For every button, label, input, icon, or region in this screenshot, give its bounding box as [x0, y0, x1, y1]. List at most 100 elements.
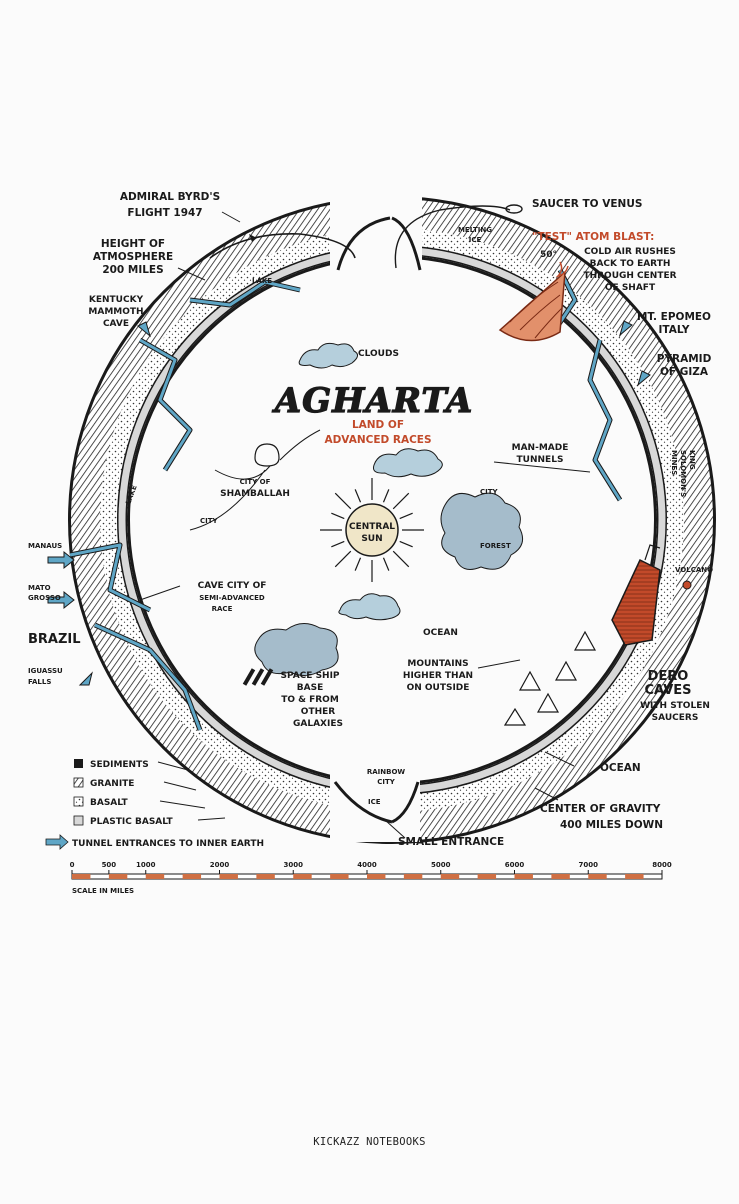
- scale-segment: [146, 874, 164, 879]
- dero-label-3: WITH STOLEN: [640, 701, 710, 711]
- scale-segment: [330, 874, 348, 879]
- sun-ray: [400, 541, 413, 546]
- legend-tunnel-arrow-icon: [46, 835, 68, 849]
- sun-ray: [355, 558, 360, 571]
- byrd-label-2: FLIGHT 1947: [127, 207, 202, 219]
- scale-segment: [293, 874, 311, 879]
- king-label-1: KING: [688, 450, 696, 470]
- cold-air-label-3: THROUGH CENTER: [583, 271, 676, 281]
- spaceship-label-2: BASE: [297, 683, 323, 693]
- sun-ray: [393, 551, 409, 567]
- brazil-label: BRAZIL: [28, 632, 81, 647]
- manmade-label-2: TUNNELS: [517, 455, 564, 465]
- gravity-label-2: 400 MILES DOWN: [560, 819, 663, 831]
- scale-segment: [625, 874, 643, 879]
- footer-brand: KICKAZZ NOTEBOOKS: [0, 1136, 739, 1148]
- city-left-label: CITY: [200, 517, 219, 525]
- scale-segment: [515, 874, 533, 879]
- scale-segment: [220, 874, 238, 879]
- legend-swatch-plastic-basalt: [74, 816, 83, 825]
- scale-segment: [256, 874, 274, 879]
- epomeo-label-1: MT. EPOMEO: [637, 311, 711, 323]
- kentucky-label-1: KENTUCKY: [89, 295, 144, 305]
- legend-plastic-basalt: PLASTIC BASALT: [90, 817, 174, 827]
- outer-ocean-label: OCEAN: [600, 762, 641, 774]
- sun-ray: [335, 493, 351, 509]
- scale-tick-label: 2000: [210, 861, 230, 869]
- saucer-label: SAUCER TO VENUS: [532, 198, 642, 210]
- gravity-label-1: CENTER OF GRAVITY: [540, 803, 661, 815]
- legend-basalt: BASALT: [90, 798, 129, 808]
- scale-tick-label: 1000: [136, 861, 156, 869]
- sun-ray: [331, 513, 344, 518]
- arrow-iguassu: [80, 673, 92, 685]
- scale-tick-label: 6000: [505, 861, 525, 869]
- dero-label-4: SAUCERS: [652, 713, 699, 723]
- city-right-label: CITY: [480, 488, 499, 496]
- forest-label: FOREST: [480, 542, 511, 550]
- atmosphere-label-2: ATMOSPHERE: [93, 251, 173, 263]
- scale-tick-labels: 0 500 1000 2000 3000 4000 5000 6000 7000 8000: [70, 861, 672, 874]
- scale-tick-label: 5000: [431, 861, 451, 869]
- spaceship-label-1: SPACE SHIP: [280, 671, 339, 681]
- scale-tick-label: 8000: [652, 861, 672, 869]
- north-polar-opening: [330, 190, 422, 270]
- sun-ray: [331, 541, 344, 546]
- cave-city-label-1: CAVE CITY OF: [198, 581, 267, 591]
- mountains-label-2: HIGHER THAN: [403, 671, 473, 681]
- cold-air-label-2: BACK TO EARTH: [590, 259, 671, 269]
- king-label-3: MINES: [670, 450, 678, 475]
- spaceship-label-5: GALAXIES: [293, 719, 343, 729]
- mato-grosso-label-1: MATO: [28, 584, 51, 592]
- dero-label-1: DERO: [648, 669, 689, 684]
- angle-label: 50°: [540, 250, 557, 260]
- dero-label-2: CAVES: [644, 683, 691, 698]
- iguassu-label-2: FALLS: [28, 678, 51, 686]
- subtitle-line-1: LAND OF: [352, 419, 404, 431]
- test-blast-label: "TEST" ATOM BLAST:: [532, 231, 654, 243]
- scale-tick-label: 500: [102, 861, 117, 869]
- cold-air-label-1: COLD AIR RUSHES: [584, 247, 676, 257]
- agharta-title: AGHARTA: [272, 381, 473, 421]
- mountains-label-3: ON OUTSIDE: [407, 683, 470, 693]
- epomeo-label-2: ITALY: [658, 324, 689, 336]
- scale-segment: [183, 874, 201, 879]
- space-ship-land: [255, 623, 338, 675]
- spaceship-label-4: OTHER: [301, 707, 335, 717]
- scale-segment: [588, 874, 606, 879]
- scale-segment: [72, 874, 90, 879]
- volcano-label: VOLCANO: [675, 566, 713, 574]
- mato-grosso-label-2: GROSSO: [28, 594, 61, 602]
- scale-segment: [478, 874, 496, 879]
- scale-segment: [367, 874, 385, 879]
- legend-tunnel: TUNNEL ENTRANCES TO INNER EARTH: [72, 839, 264, 849]
- subtitle-line-2: ADVANCED RACES: [324, 434, 431, 446]
- legend-swatch-basalt: [74, 797, 83, 806]
- scale-tick-label: 0: [70, 861, 75, 869]
- scale-tick-label: 7000: [579, 861, 599, 869]
- clouds-label: CLOUDS: [358, 349, 399, 359]
- cave-city-label-3: RACE: [212, 605, 233, 613]
- atmosphere-label-3: 200 MILES: [102, 264, 163, 276]
- giza-label-2: OF GIZA: [660, 366, 709, 378]
- scale-segment: [441, 874, 459, 879]
- forest-land: [441, 493, 523, 569]
- scale-segment: [551, 874, 569, 879]
- scale-tick-label: 4000: [357, 861, 377, 869]
- kentucky-label-2: MAMMOTH: [88, 307, 143, 317]
- cave-city-label-2: SEMI-ADVANCED: [199, 594, 265, 602]
- iguassu-label-1: IGUASSU: [28, 667, 63, 675]
- space-ship-base-icon: [243, 668, 273, 686]
- sun-ray: [383, 489, 388, 502]
- sun-ray: [383, 558, 388, 571]
- melting-ice-label-2: ICE: [469, 236, 482, 244]
- rainbow-city-label-1: RAINBOW: [367, 768, 406, 776]
- rainbow-city-label-2: CITY: [377, 778, 396, 786]
- scale-tick-label: 3000: [284, 861, 304, 869]
- legend-sediments: SEDIMENTS: [90, 760, 149, 770]
- sun-ray: [393, 493, 409, 509]
- sun-ray: [355, 489, 360, 502]
